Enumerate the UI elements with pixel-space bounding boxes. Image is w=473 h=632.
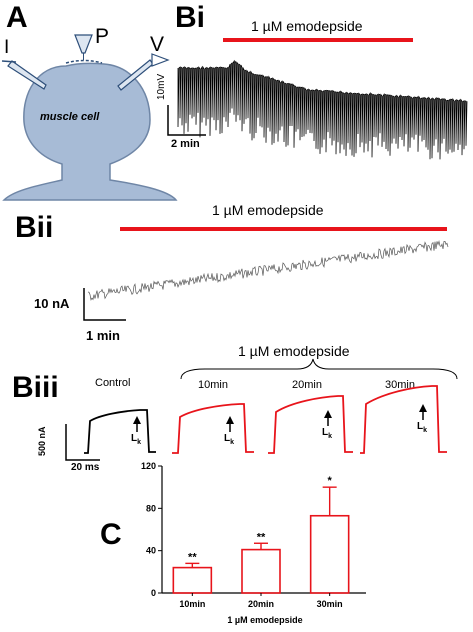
bi-scale-y-text: 10mV [156, 73, 167, 100]
bar [172, 566, 213, 594]
patch-membrane [65, 59, 103, 64]
bar [241, 548, 281, 594]
electrode-v-label: V [150, 33, 165, 56]
lk-label-control: Lk [131, 433, 141, 446]
membrane-current-line [87, 240, 449, 301]
lk-subscript: k [328, 433, 333, 440]
drug-bar-bii [120, 227, 447, 231]
panel-label-bii: Bii [15, 211, 54, 244]
current-trace-control [84, 409, 156, 454]
electrode-p-label: P [95, 25, 110, 48]
muscle-cell-label: muscle cell [40, 111, 100, 123]
y-tick-label: 40 [146, 546, 156, 556]
y-tick-label: 80 [146, 503, 156, 513]
lk-letter: L [131, 433, 138, 444]
lk-letter: L [322, 427, 329, 438]
voltage-electrode-tip [151, 53, 170, 67]
drug-label-bii: 1 µM emodepside [212, 202, 324, 218]
x-tick-label: 30min [317, 599, 343, 609]
x-tick-label: 10min [179, 599, 205, 609]
lk-arrow-icon [133, 404, 427, 432]
current-trace-10min [172, 403, 254, 454]
biii-scale-bar [65, 424, 100, 461]
lk-letter: L [417, 421, 424, 432]
drug-label-bi: 1 µM emodepside [251, 18, 363, 34]
panel-label-bi: Bi [175, 1, 205, 34]
membrane-current-trace [83, 240, 449, 321]
cell-schematic [1, 34, 178, 201]
significance-label: * [328, 475, 333, 487]
bi-scale-bar [167, 105, 206, 136]
lk-letter: L [224, 433, 231, 444]
condition-label-10min: 10min [198, 379, 228, 391]
condition-label-30min: 30min [385, 379, 415, 391]
bii-scale-bar [83, 288, 126, 321]
drug-brace [180, 358, 458, 380]
bar-chart: 0 40 80 120 % Increase ** 10min ** 20min * 30min 1 … [140, 461, 366, 625]
muscle-cell-body [2, 62, 178, 201]
significance-label: ** [257, 531, 266, 543]
lk-subscript: k [230, 439, 235, 446]
x-axis-label: 1 µM emodepside [227, 615, 302, 625]
panel-label-a: A [6, 1, 28, 34]
membrane-potential-line [177, 59, 468, 160]
bi-scale-y: 10mV [156, 73, 168, 100]
current-trace-30min [360, 385, 447, 454]
drug-label-biii: 1 µM emodepside [238, 343, 350, 359]
lk-label-30min: Lk [417, 421, 427, 434]
lk-subscript: k [137, 439, 142, 446]
significance-label: ** [188, 551, 197, 563]
lk-label-10min: Lk [224, 433, 234, 446]
y-tick-label: 120 [141, 461, 156, 471]
current-electrode-wire [1, 60, 17, 63]
y-axis-label: % Increase [140, 506, 142, 553]
membrane-potential-trace [167, 59, 468, 160]
x-tick-label: 20min [248, 599, 274, 609]
patch-pipette [74, 34, 93, 54]
condition-label-control: Control [95, 377, 131, 389]
current-trace-20min [268, 395, 353, 454]
drug-bar-bi [223, 38, 413, 42]
biii-scale-x: 20 ms [71, 462, 100, 473]
condition-label-20min: 20min [292, 379, 322, 391]
bi-scale-x: 2 min [171, 138, 200, 150]
current-traces [65, 385, 447, 461]
bar [309, 514, 350, 594]
current-electrode [7, 60, 47, 90]
y-tick-label: 0 [151, 588, 156, 598]
biii-scale-y: 500 nA [37, 426, 47, 456]
bii-scale-x: 1 min [86, 328, 120, 343]
electrode-i-label: I [4, 37, 10, 58]
panel-label-biii: Biii [12, 371, 59, 404]
panel-label-c: C [100, 518, 122, 551]
lk-subscript: k [423, 427, 428, 434]
bii-scale-y: 10 nA [34, 296, 70, 311]
lk-label-20min: Lk [322, 427, 332, 440]
